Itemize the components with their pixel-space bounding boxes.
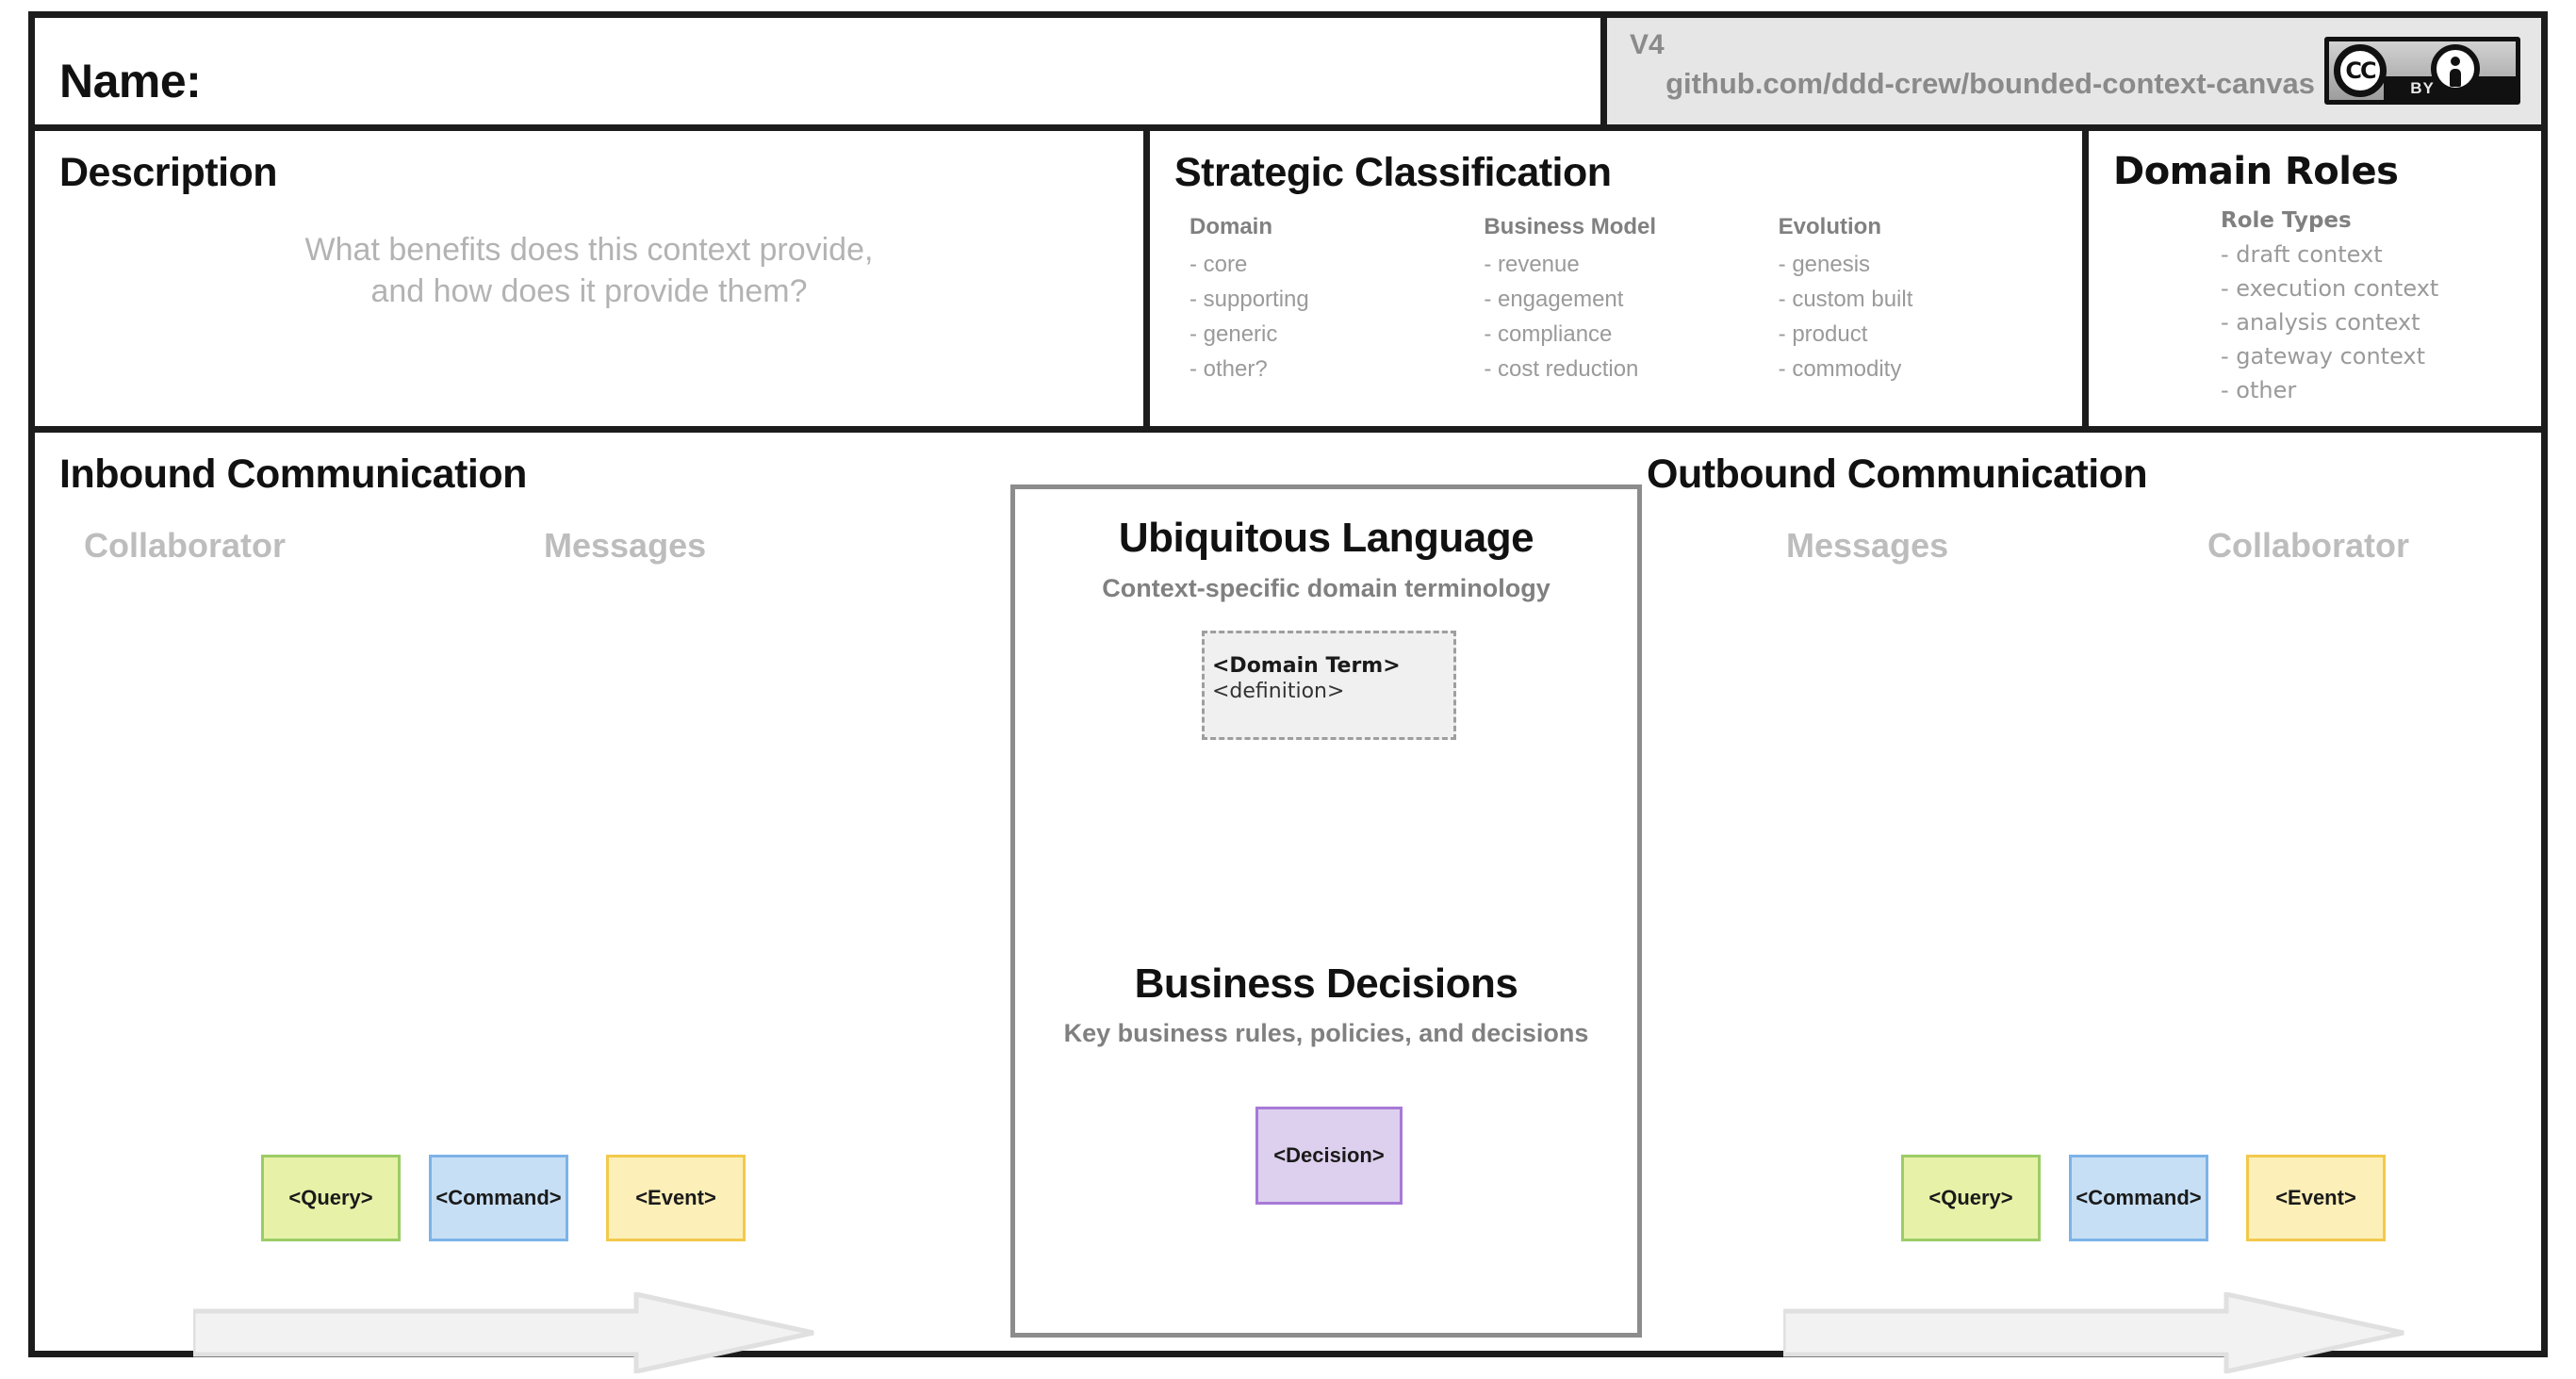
role-item[interactable]: - execution context [2221,275,2439,302]
communication-row: Inbound Communication Outbound Communica… [35,433,2541,1375]
role-types-list: Role Types - draft context - execution c… [2221,208,2438,407]
description-placeholder-line-1: What benefits does this context provide, [304,232,874,268]
classification-row: Description What benefits does this cont… [35,131,2541,433]
column-heading: Business Model [1484,214,1657,239]
outbound-communication-title: Outbound Communication [1647,451,2148,497]
domain-term-definition: <definition> [1212,680,1345,703]
bounded-context-canvas: Name: V4 github.com/ddd-crew/bounded-con… [28,11,2548,1375]
option-item[interactable]: - product [1778,320,1868,347]
strategic-classification-section[interactable]: Strategic Classification Domain - core -… [1150,131,2089,433]
column-heading: Evolution [1778,214,1881,239]
person-head [2451,57,2460,66]
option-item[interactable]: - other? [1190,355,1268,382]
option-item[interactable]: - engagement [1484,286,1624,312]
role-item[interactable]: - analysis context [2221,309,2420,336]
name-cell[interactable]: Name: [35,18,1607,131]
option-item[interactable]: - generic [1190,320,1278,347]
domain-roles-title: Domain Roles [2113,150,2399,193]
role-item[interactable]: - other [2221,377,2297,403]
strategic-column-evolution: Evolution - genesis - custom built - pro… [1779,214,2073,387]
ubiquitous-language-title: Ubiquitous Language [1118,515,1534,561]
business-decisions-title: Business Decisions [1134,960,1518,1007]
version-label: V4 [1630,29,1665,60]
role-types-heading: Role Types [2221,208,2352,233]
option-item[interactable]: - compliance [1484,320,1613,347]
role-item[interactable]: - draft context [2221,241,2383,268]
inbound-flow-arrow-icon [190,1290,815,1375]
ubiquitous-language-subtitle: Context-specific domain terminology [1102,574,1551,602]
outbound-command-chip[interactable]: <Command> [2069,1155,2208,1241]
option-item[interactable]: - commodity [1778,355,1902,382]
description-title: Description [59,150,278,195]
option-item[interactable]: - core [1190,252,1248,277]
option-item[interactable]: - genesis [1778,252,1871,277]
person-body [2450,69,2461,87]
version-cell: V4 github.com/ddd-crew/bounded-context-c… [1607,18,2541,131]
creative-commons-by-badge-icon[interactable]: CC BY [2324,37,2520,105]
outbound-messages-label: Messages [1786,526,1949,565]
inbound-event-chip[interactable]: <Event> [606,1155,746,1241]
strategic-classification-columns: Domain - core - supporting - generic - o… [1190,214,2073,387]
outbound-flow-arrow-icon [1780,1290,2405,1375]
header-row: Name: V4 github.com/ddd-crew/bounded-con… [35,18,2541,131]
attribution-person-icon [2431,44,2480,93]
column-heading: Domain [1190,214,1273,239]
decision-card-wrap: <Decision> [1255,1107,1403,1205]
center-panel: Ubiquitous Language Context-specific dom… [1010,484,1642,1338]
option-item[interactable]: - custom built [1778,286,1913,312]
strategic-classification-title: Strategic Classification [1174,150,1612,195]
domain-roles-section[interactable]: Domain Roles Role Types - draft context … [2089,131,2541,433]
inbound-messages-label: Messages [544,526,707,565]
option-item[interactable]: - cost reduction [1484,355,1639,382]
outbound-query-chip[interactable]: <Query> [1901,1155,2041,1241]
domain-term-card[interactable]: <Domain Term> <definition> [1202,631,1456,740]
cc-circle-icon: CC [2334,44,2387,97]
inbound-command-chip[interactable]: <Command> [429,1155,568,1241]
strategic-column-domain: Domain - core - supporting - generic - o… [1190,214,1484,387]
description-placeholder-line-2: and how does it provide them? [370,272,808,309]
inbound-communication-title: Inbound Communication [59,451,527,497]
role-item[interactable]: - gateway context [2221,343,2426,369]
cc-glyph: CC [2345,57,2376,84]
outbound-collaborator-label: Collaborator [2207,526,2410,565]
repository-url[interactable]: github.com/ddd-crew/bounded-context-canv… [1665,67,2315,100]
option-item[interactable]: - supporting [1190,286,1309,312]
decision-chip[interactable]: <Decision> [1255,1107,1403,1205]
option-item[interactable]: - revenue [1484,252,1580,277]
description-placeholder: What benefits does this context provide,… [35,230,1143,312]
description-section[interactable]: Description What benefits does this cont… [35,131,1150,433]
inbound-query-chip[interactable]: <Query> [261,1155,401,1241]
inbound-collaborator-label: Collaborator [84,526,287,565]
name-label: Name: [59,55,202,107]
strategic-column-business-model: Business Model - revenue - engagement - … [1484,214,1778,387]
badge-by-text: BY [2410,79,2435,97]
outbound-event-chip[interactable]: <Event> [2246,1155,2386,1241]
business-decisions-subtitle: Key business rules, policies, and decisi… [1063,1019,1589,1047]
domain-term-name: <Domain Term> [1212,654,1401,678]
